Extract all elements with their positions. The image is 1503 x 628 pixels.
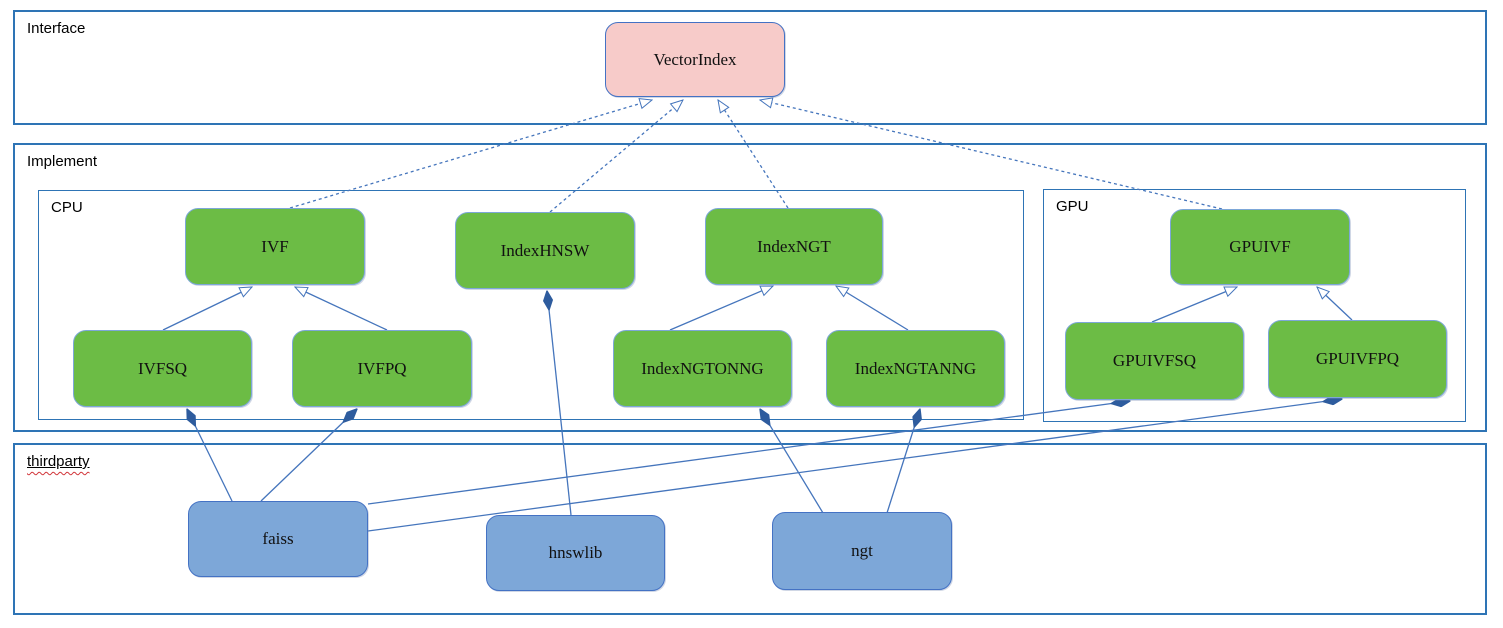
node-hnswlib[interactable]: hnswlib	[486, 515, 665, 591]
node-ngt[interactable]: ngt	[772, 512, 952, 590]
node-ivfsq[interactable]: IVFSQ	[73, 330, 252, 407]
node-faiss-label: faiss	[262, 529, 294, 548]
node-ivfpq[interactable]: IVFPQ	[292, 330, 472, 407]
node-ngt-label: ngt	[851, 541, 873, 560]
node-indexngtonng[interactable]: IndexNGTONNG	[613, 330, 792, 407]
node-indexhnsw-label: IndexHNSW	[500, 240, 590, 260]
container-gpu-label: GPU	[1056, 198, 1089, 215]
node-indexngt[interactable]: IndexNGT	[705, 208, 883, 285]
container-interface-label: Interface	[27, 20, 86, 37]
node-gpuivfpq[interactable]: GPUIVFPQ	[1268, 320, 1447, 398]
container-cpu-label: CPU	[51, 199, 83, 216]
node-faiss[interactable]: faiss	[188, 501, 368, 577]
node-gpuivfsq[interactable]: GPUIVFSQ	[1065, 322, 1244, 400]
node-vectorindex-label: VectorIndex	[653, 49, 737, 69]
node-indexngtanng[interactable]: IndexNGTANNG	[826, 330, 1005, 407]
spellcheck-squiggle: thirdparty	[27, 453, 90, 470]
node-ivf-label: IVF	[261, 236, 289, 256]
node-indexngtonng-label: IndexNGTONNG	[641, 358, 764, 378]
container-thirdparty-label: thirdparty	[27, 453, 90, 470]
node-gpuivfpq-label: GPUIVFPQ	[1315, 349, 1400, 368]
node-gpuivf[interactable]: GPUIVF	[1170, 209, 1350, 285]
node-hnswlib-label: hnswlib	[548, 543, 603, 562]
node-gpuivf-label: GPUIVF	[1229, 237, 1291, 256]
node-ivfpq-label: IVFPQ	[357, 358, 407, 378]
node-indexngt-label: IndexNGT	[757, 236, 831, 256]
node-ivfsq-label: IVFSQ	[137, 358, 188, 378]
container-implement-label: Implement	[27, 153, 98, 170]
node-vectorindex[interactable]: VectorIndex	[605, 22, 785, 97]
node-gpuivfsq-label: GPUIVFSQ	[1112, 351, 1197, 370]
node-indexhnsw[interactable]: IndexHNSW	[455, 212, 635, 289]
node-ivf[interactable]: IVF	[185, 208, 365, 285]
node-indexngtanng-label: IndexNGTANNG	[854, 358, 977, 378]
